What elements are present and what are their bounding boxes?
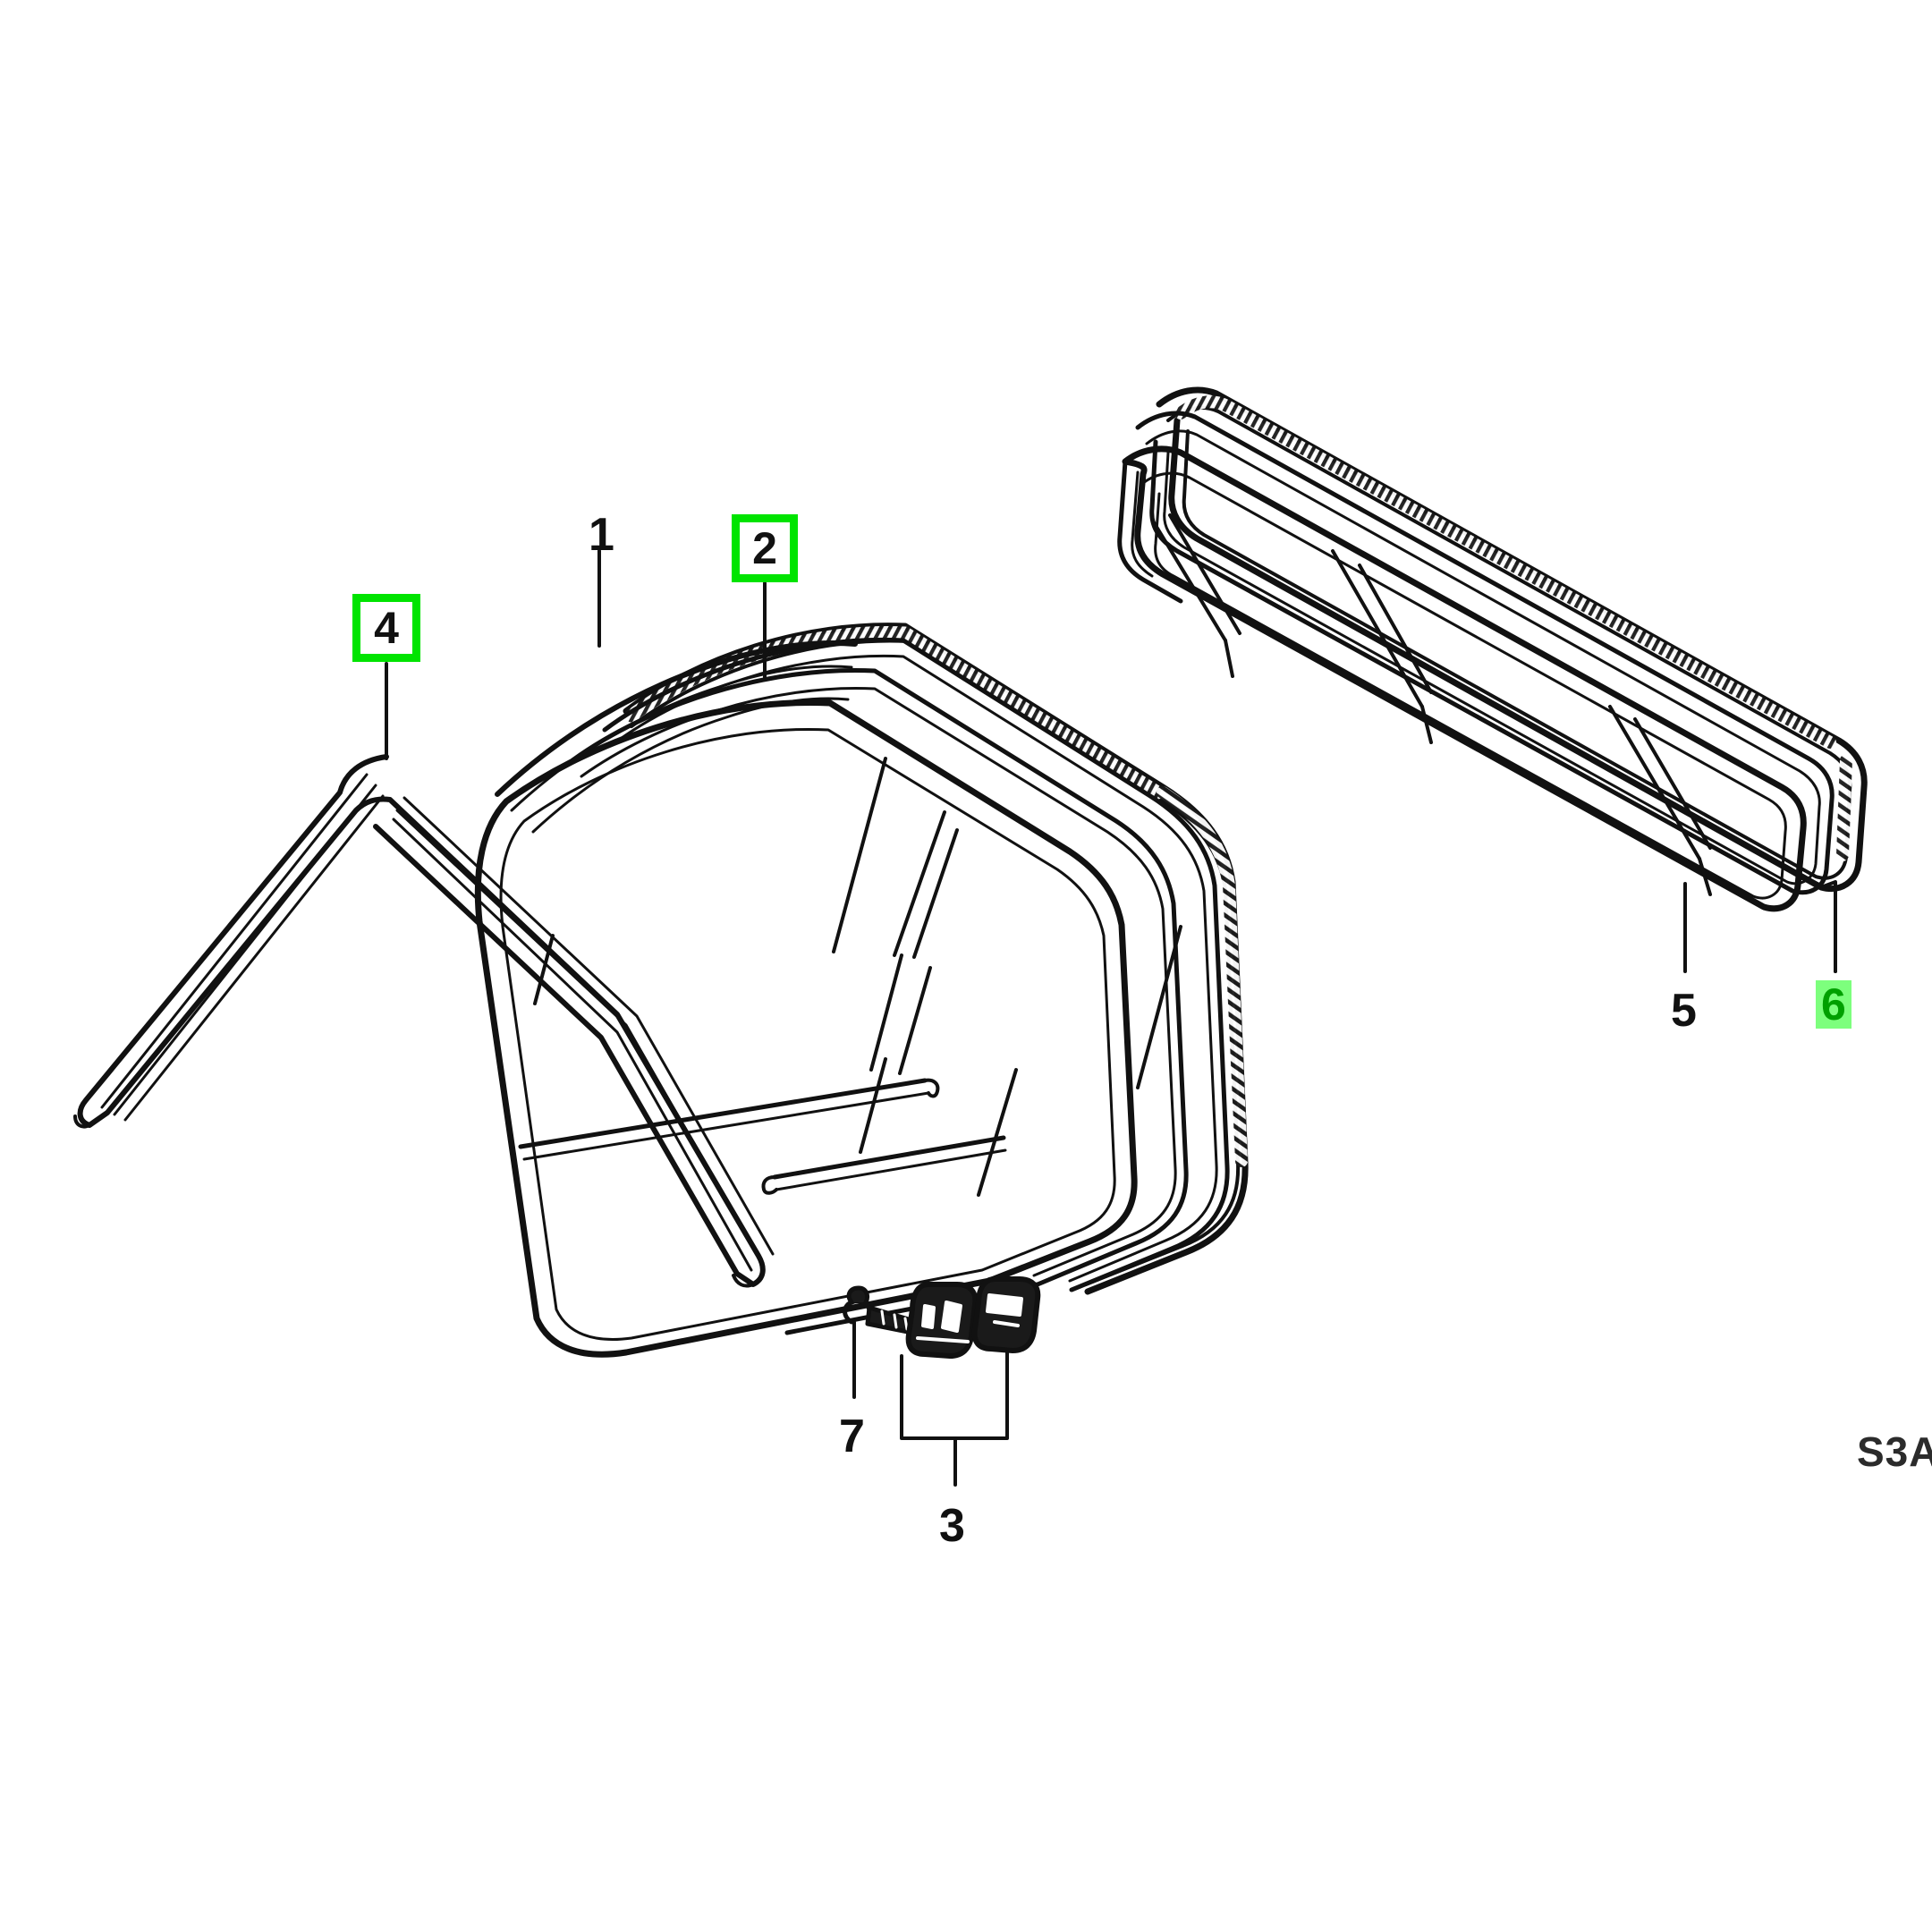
rear-window-left-flange (1117, 459, 1183, 604)
callout-label-2[interactable]: 2 (732, 514, 798, 582)
side-molding-strip-item4 (73, 754, 775, 1288)
callout-label-6[interactable]: 6 (1816, 980, 1852, 1029)
sheet-code: S3A (1857, 1428, 1932, 1475)
windshield-glass-reflections (533, 757, 1182, 1197)
clip-group-bracket (900, 1351, 1009, 1487)
windshield-lower-trim (518, 1078, 1007, 1195)
rear-glass-reflections (1152, 513, 1712, 896)
leader-lines (385, 549, 1837, 1399)
callout-label-4[interactable]: 4 (352, 594, 420, 662)
windshield-glass (474, 699, 1138, 1358)
windshield-upper-flange (495, 640, 858, 834)
glass-clip-a-item3 (905, 1282, 979, 1359)
rear-window-glass-item5 (1122, 445, 1807, 912)
rear-window-seal-item6 (1156, 386, 1868, 973)
callout-label-7[interactable]: 7 (839, 1411, 865, 1462)
callout-label-5[interactable]: 5 (1671, 985, 1697, 1037)
callout-label-3[interactable]: 3 (939, 1500, 965, 1552)
windshield-inner-frame (570, 667, 1189, 1335)
callout-label-1[interactable]: 1 (589, 509, 614, 561)
glass-clip-b-item3 (971, 1276, 1041, 1353)
